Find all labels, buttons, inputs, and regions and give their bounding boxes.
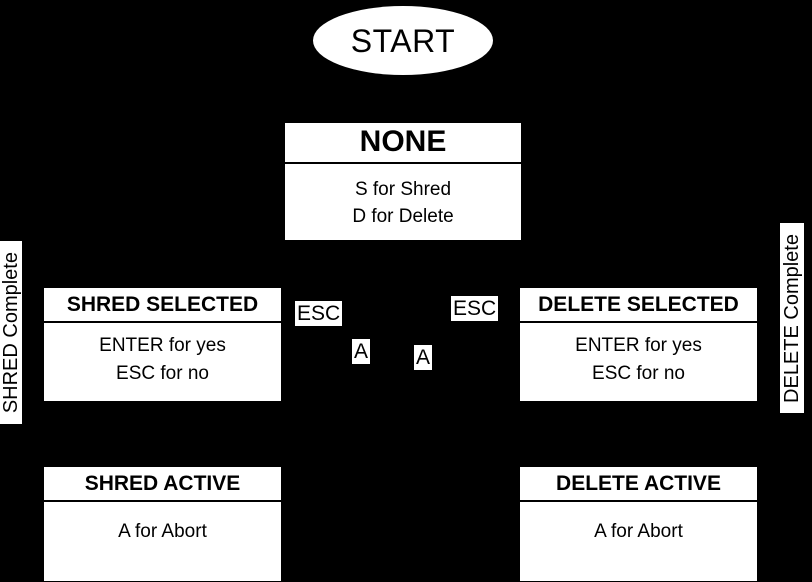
state-delete-selected-line-2: ESC for no xyxy=(592,362,685,384)
state-delete-selected-body: ENTER for yes ESC for no xyxy=(520,323,757,401)
edge-label-shred-complete: SHRED Complete xyxy=(0,240,23,425)
edge-label-esc-left: ESC xyxy=(295,301,343,327)
state-none-line-1: S for Shred xyxy=(354,178,452,200)
edge-none-to-delete-selected xyxy=(638,241,640,287)
edge-label-abort-left: A xyxy=(352,339,371,365)
start-label: START xyxy=(350,22,456,59)
state-shred-active-line-1: A for Abort xyxy=(118,521,207,543)
state-delete-active-title: DELETE ACTIVE xyxy=(520,467,757,503)
node-state-shred-active[interactable]: SHRED ACTIVE A for Abort xyxy=(43,466,282,582)
edge-label-shred-complete-text: SHRED Complete xyxy=(0,251,22,414)
node-state-delete-selected[interactable]: DELETE SELECTED ENTER for yes ESC for no xyxy=(519,287,758,402)
state-delete-selected-line-1: ENTER for yes xyxy=(575,335,702,357)
state-shred-selected-body: ENTER for yes ESC for no xyxy=(44,323,281,401)
state-none-title: NONE xyxy=(285,123,521,164)
state-delete-active-body: A for Abort xyxy=(520,502,757,581)
edge-none-to-shred-selected xyxy=(162,241,164,287)
edge-label-esc-right: ESC xyxy=(451,296,499,322)
node-state-shred-selected[interactable]: SHRED SELECTED ENTER for yes ESC for no xyxy=(43,287,282,402)
edge-delete-selected-to-active xyxy=(638,402,640,466)
state-none-line-2: D for Delete xyxy=(352,206,454,228)
state-shred-selected-line-2: ESC for no xyxy=(116,362,209,384)
edge-label-delete-complete-text: DELETE Complete xyxy=(781,233,803,403)
node-state-none[interactable]: NONE S for Shred D for Delete xyxy=(284,122,522,241)
node-start[interactable]: START xyxy=(313,6,493,75)
state-shred-active-body: A for Abort xyxy=(44,502,281,581)
state-delete-active-line-1: A for Abort xyxy=(594,521,683,543)
node-state-delete-active[interactable]: DELETE ACTIVE A for Abort xyxy=(519,466,758,582)
state-delete-selected-title: DELETE SELECTED xyxy=(520,288,757,324)
state-shred-selected-title: SHRED SELECTED xyxy=(44,288,281,324)
edge-start-to-none xyxy=(402,74,404,122)
state-none-body: S for Shred D for Delete xyxy=(285,164,521,241)
edge-label-abort-right: A xyxy=(414,345,433,371)
edge-label-delete-complete: DELETE Complete xyxy=(779,222,805,414)
edge-shred-selected-to-active xyxy=(162,402,164,466)
state-shred-selected-line-1: ENTER for yes xyxy=(99,335,226,357)
state-shred-active-title: SHRED ACTIVE xyxy=(44,467,281,503)
